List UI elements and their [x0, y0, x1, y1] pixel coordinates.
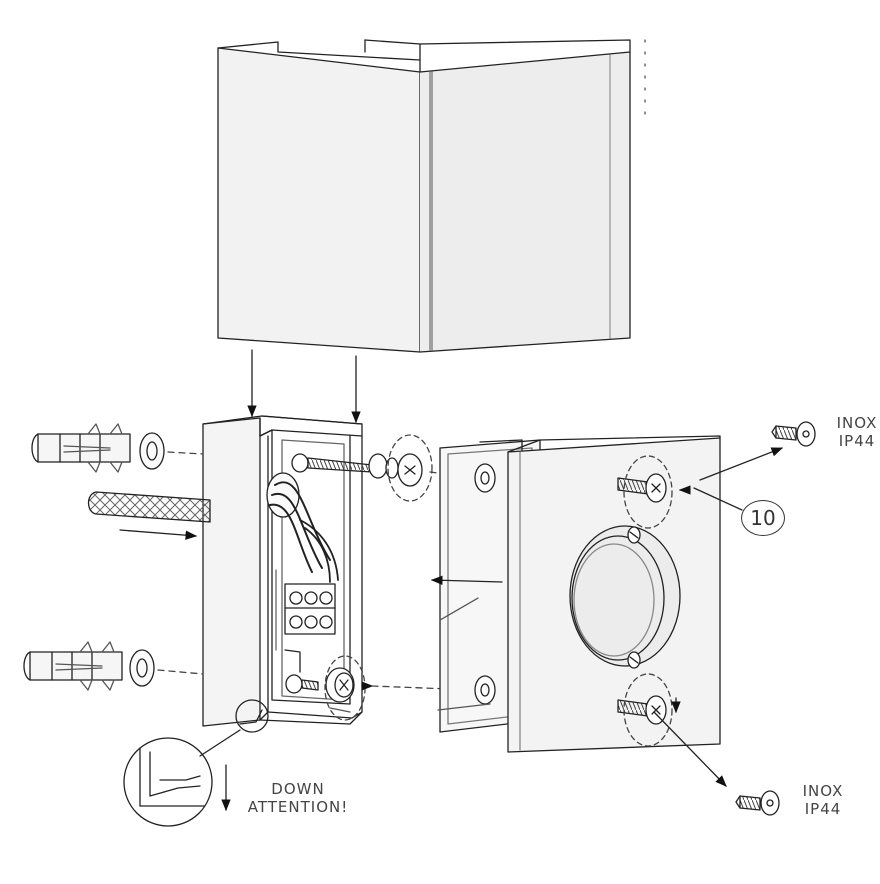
detail-callout	[124, 700, 268, 826]
wall-plug-top	[32, 424, 203, 472]
down-text: DOWN	[271, 780, 325, 798]
front-plate	[508, 436, 720, 752]
down-attention-label: DOWN ATTENTION!	[238, 780, 358, 816]
inox-top-material: INOX	[836, 414, 878, 432]
top-fixing-screw	[369, 435, 476, 501]
bottom-screw-callout	[325, 656, 476, 720]
mounting-box	[203, 416, 372, 726]
lamp-housing	[218, 40, 645, 352]
inox-label-bottom: INOX IP44	[796, 782, 850, 818]
braided-cable	[89, 492, 211, 540]
inox-bottom-rating: IP44	[804, 800, 842, 818]
part-number-leader	[694, 488, 742, 510]
inox-bottom-material: INOX	[802, 782, 844, 800]
attention-text: ATTENTION!	[247, 798, 349, 816]
wall-plug-bottom	[24, 642, 203, 690]
inox-label-top: INOX IP44	[832, 414, 880, 450]
part-number-badge: 10	[741, 500, 785, 536]
inox-screw-top	[700, 422, 815, 480]
inox-screw-bottom	[654, 712, 779, 815]
housing-arrows	[247, 350, 361, 424]
inox-top-rating: IP44	[838, 432, 876, 450]
